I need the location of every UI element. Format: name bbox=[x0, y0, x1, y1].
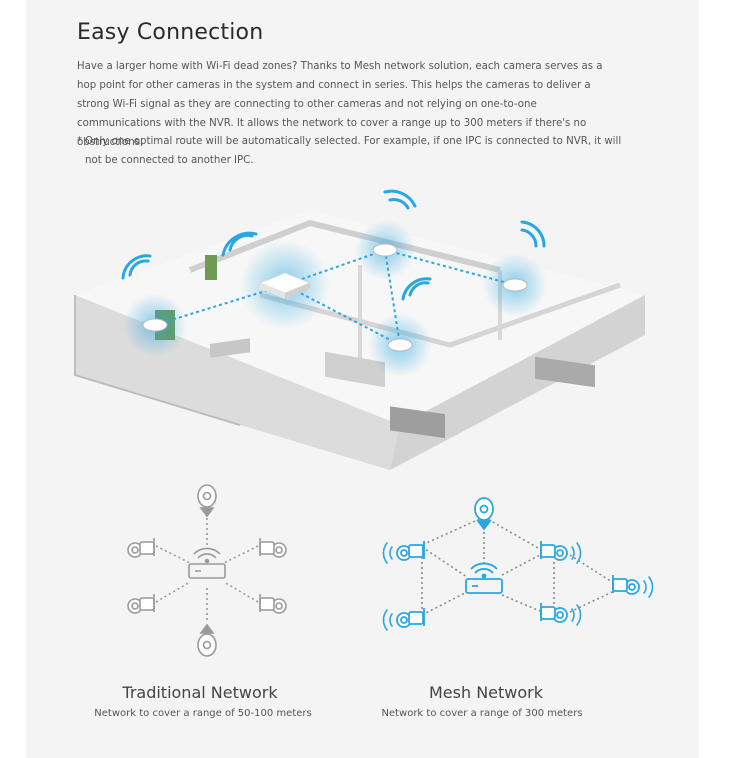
dome-camera-icon bbox=[197, 484, 217, 518]
footnote: * Only one optimal route will be automat… bbox=[77, 132, 622, 170]
mesh-network-diagram bbox=[382, 497, 654, 631]
footnote-text: Only one optimal route will be automatic… bbox=[85, 136, 622, 166]
bullet-camera-icon bbox=[396, 608, 425, 628]
nvr-router-icon bbox=[465, 562, 503, 594]
bullet-camera-icon bbox=[396, 541, 425, 561]
nvr-router-icon bbox=[258, 272, 312, 299]
mesh-network-title: Mesh Network bbox=[428, 683, 543, 702]
traditional-network-diagram bbox=[127, 484, 287, 657]
dome-camera-icon bbox=[197, 623, 217, 657]
traditional-network-subtitle: Network to cover a range of 50-100 meter… bbox=[94, 708, 312, 719]
intro-paragraph: Have a larger home with Wi-Fi dead zones… bbox=[77, 61, 603, 148]
traditional-network-title: Traditional Network bbox=[122, 683, 278, 702]
bullet-camera-icon bbox=[127, 594, 155, 614]
house-illustration bbox=[74, 189, 645, 470]
footnote-star: * bbox=[77, 136, 83, 147]
bullet-camera-icon bbox=[127, 538, 155, 558]
dome-camera-icon bbox=[474, 497, 494, 531]
bullet-camera-icon bbox=[612, 575, 640, 595]
page-title: Easy Connection bbox=[77, 20, 264, 45]
mesh-network-subtitle: Network to cover a range of 300 meters bbox=[381, 708, 583, 719]
bullet-camera-icon bbox=[540, 603, 568, 623]
nvr-router-icon bbox=[188, 547, 226, 579]
bullet-camera-icon bbox=[259, 538, 287, 558]
bullet-camera-icon bbox=[259, 594, 287, 614]
bullet-camera-icon bbox=[540, 541, 568, 561]
